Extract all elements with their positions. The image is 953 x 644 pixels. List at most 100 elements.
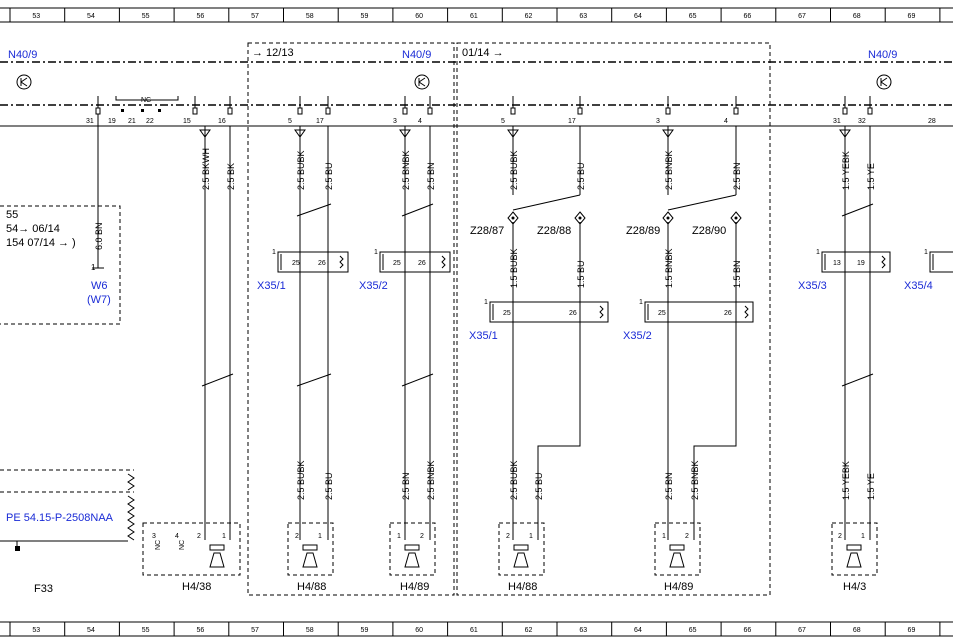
speaker-pin: 1 bbox=[222, 533, 226, 540]
pin-socket bbox=[402, 107, 408, 115]
left-lower-area: PE 54.15-P-2508NAA F33 bbox=[0, 469, 135, 595]
wire-label: 1.5 BNBK bbox=[664, 248, 674, 288]
wire-label: 2.5 BNBK bbox=[690, 460, 700, 500]
speaker-pin: 1 bbox=[861, 533, 865, 540]
wire-label: 2.5 BU bbox=[324, 472, 334, 500]
wire-label: 2.5 BU bbox=[534, 472, 544, 500]
frame-12-13-label: → 12/13 bbox=[252, 47, 294, 59]
pin-socket bbox=[95, 107, 101, 115]
connector-body bbox=[821, 251, 891, 273]
top-pin-number: 21 bbox=[128, 118, 136, 125]
wire-label: 2.5 BUBK bbox=[296, 460, 306, 500]
speaker-pin: 1 bbox=[318, 533, 322, 540]
connector-pin: 19 bbox=[857, 260, 865, 267]
connector-body bbox=[489, 301, 609, 323]
speaker-pin: 3 bbox=[152, 533, 156, 540]
top-pin-number: 4 bbox=[418, 118, 422, 125]
ground-triangle bbox=[507, 129, 519, 138]
grid-col-top: 53 bbox=[32, 13, 40, 20]
amplifier-symbol-mid bbox=[414, 74, 430, 90]
speaker-symbol bbox=[669, 544, 685, 551]
connector-pin1: 1 bbox=[639, 299, 643, 306]
top-pin-number: 16 bbox=[218, 118, 226, 125]
grid-col-bottom: 58 bbox=[306, 627, 314, 634]
grid-col-bottom: 62 bbox=[525, 627, 533, 634]
module-label-mid: N40/9 bbox=[402, 49, 431, 61]
nc-bracket: NC bbox=[115, 96, 179, 112]
amplifier-symbol-right bbox=[876, 74, 892, 90]
speaker-label: H4/89 bbox=[664, 581, 693, 593]
grid-bottom-ruler bbox=[0, 621, 953, 637]
speaker-symbol bbox=[404, 544, 420, 551]
connector-pin: 26 bbox=[318, 260, 326, 267]
wire-label: 1.5 BN bbox=[732, 260, 742, 288]
left-ref-w7: (W7) bbox=[87, 294, 111, 306]
speaker-symbol bbox=[302, 544, 318, 551]
wire-label: 1.5 YEBK bbox=[841, 461, 851, 500]
speaker-pin: 2 bbox=[197, 533, 201, 540]
speaker-label: H4/3 bbox=[843, 581, 866, 593]
speaker-pin: 2 bbox=[838, 533, 842, 540]
twist-mark bbox=[841, 373, 874, 387]
wire-label: 2.5 BU bbox=[576, 162, 586, 190]
speaker-pin: 1 bbox=[529, 533, 533, 540]
connector-body bbox=[379, 251, 451, 273]
left-box-line-2: 54→ 06/14 bbox=[6, 223, 60, 235]
left-box-line-1: 55 bbox=[6, 209, 18, 221]
wire-label: 1.5 YE bbox=[866, 163, 876, 190]
grid-col-top: 55 bbox=[142, 13, 150, 20]
pin-socket bbox=[510, 107, 516, 115]
pin-socket bbox=[733, 107, 739, 115]
speaker-box bbox=[498, 522, 545, 576]
wire-crossover bbox=[693, 440, 737, 540]
connector-label: X35/1 bbox=[257, 280, 286, 292]
ground-triangle bbox=[662, 129, 674, 138]
frame-01-14 bbox=[456, 42, 771, 596]
connector-label: X35/2 bbox=[623, 330, 652, 342]
left-box-pin: 1 bbox=[91, 263, 96, 272]
frame-12-13 bbox=[247, 42, 455, 596]
left-box-line-3: 154 07/14 → ) bbox=[6, 237, 76, 249]
connector-pin1: 1 bbox=[272, 249, 276, 256]
connector-pin1: 1 bbox=[484, 299, 488, 306]
connector-pin: 25 bbox=[658, 310, 666, 317]
speaker-pin: 2 bbox=[506, 533, 510, 540]
grid-col-bottom: 69 bbox=[908, 627, 916, 634]
wire-label: 2.5 BUBK bbox=[296, 150, 306, 190]
connector-label: X35/2 bbox=[359, 280, 388, 292]
connector-pin: 13 bbox=[833, 260, 841, 267]
twist-mark bbox=[296, 373, 332, 387]
grid-col-bottom: 60 bbox=[415, 627, 423, 634]
wire-crossover bbox=[537, 440, 581, 540]
module-frame bbox=[0, 61, 953, 127]
fuse-label: F33 bbox=[34, 583, 53, 595]
speaker-label: H4/38 bbox=[182, 581, 211, 593]
grid-col-top: 62 bbox=[525, 13, 533, 20]
wire-label: 2.5 BNBK bbox=[664, 150, 674, 190]
ground-triangle bbox=[399, 129, 411, 138]
ground-triangle bbox=[839, 129, 851, 138]
grid-col-bottom: 57 bbox=[251, 627, 259, 634]
module-label-left: N40/9 bbox=[8, 49, 37, 61]
wire-label: 2.5 BNBK bbox=[401, 150, 411, 190]
speaker-pin: 2 bbox=[295, 533, 299, 540]
speaker-box bbox=[142, 522, 241, 576]
connector-pin1: 1 bbox=[924, 249, 928, 256]
top-pin-number: 5 bbox=[288, 118, 292, 125]
connector-body bbox=[277, 251, 349, 273]
speaker-nc: NC bbox=[155, 540, 162, 550]
wire-label: 2.5 BN bbox=[401, 472, 411, 500]
grid-col-top: 69 bbox=[908, 13, 916, 20]
speaker-label: H4/88 bbox=[297, 581, 326, 593]
wire-label: 2.5 BUBK bbox=[509, 150, 519, 190]
grid-col-top: 66 bbox=[743, 13, 751, 20]
connector-pin: 25 bbox=[393, 260, 401, 267]
grid-col-top: 58 bbox=[306, 13, 314, 20]
grid-col-top: 60 bbox=[415, 13, 423, 20]
grid-col-top: 67 bbox=[798, 13, 806, 20]
wire-label: 2.5 BN bbox=[664, 472, 674, 500]
